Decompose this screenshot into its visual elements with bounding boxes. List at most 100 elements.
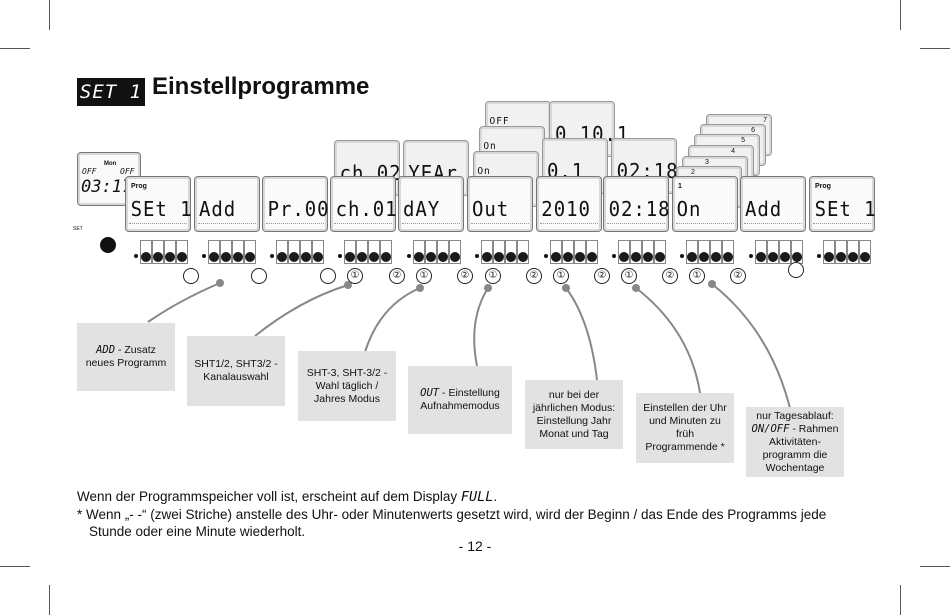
set-label: SET (73, 226, 83, 232)
keypad-button-icon[interactable] (836, 252, 846, 262)
step-marker-1: ① (485, 268, 501, 284)
keypad-button-icon[interactable] (301, 252, 311, 262)
keypad-button-icon[interactable] (277, 252, 287, 262)
keypad-button-icon[interactable] (313, 252, 323, 262)
keypad-button-icon[interactable] (780, 252, 790, 262)
note-add: ADD - Zusatz neues Programm (77, 323, 175, 391)
set-button-icon[interactable] (100, 237, 116, 253)
keypad-slot (755, 240, 767, 264)
display-time-set: 02:18 (603, 176, 670, 232)
keypad-slot (152, 240, 164, 264)
keypad-button-icon[interactable] (756, 252, 766, 262)
keypad-button-icon[interactable] (141, 252, 151, 262)
keypad-slot (779, 240, 791, 264)
display-add: Add (194, 176, 260, 232)
keypad-button-icon[interactable] (563, 252, 573, 262)
keypad-button-icon[interactable] (381, 252, 391, 262)
crop-mark (49, 0, 50, 30)
keypad-slot (654, 240, 666, 264)
keypad-slot (767, 240, 779, 264)
keypad-slot (562, 240, 574, 264)
keypad-button-icon[interactable] (643, 252, 653, 262)
step-marker-2: ② (662, 268, 678, 284)
keypad-slot (722, 240, 734, 264)
keypad-button-icon[interactable] (153, 252, 163, 262)
keypad-slot (698, 240, 710, 264)
keypad-button-icon[interactable] (357, 252, 367, 262)
keypad-button-icon[interactable] (369, 252, 379, 262)
keypad-slot (288, 240, 300, 264)
keypad-button-icon[interactable] (711, 252, 721, 262)
display-time: 03:17 (81, 177, 133, 197)
keypad-button-icon[interactable] (426, 252, 436, 262)
keypad (680, 240, 734, 268)
keypad-button-icon[interactable] (575, 252, 585, 262)
keypad-slot (140, 240, 152, 264)
keypad-button-icon[interactable] (631, 252, 641, 262)
keypad-button-icon[interactable] (209, 252, 219, 262)
keypad-button-icon[interactable] (450, 252, 460, 262)
step-circle (320, 268, 336, 284)
keypad-button-icon[interactable] (723, 252, 733, 262)
keypad-button-icon[interactable] (619, 252, 629, 262)
display-off-right: OFF (120, 167, 135, 176)
keypad-button-icon[interactable] (655, 252, 665, 262)
keypad-button-icon[interactable] (165, 252, 175, 262)
keypad-button-icon[interactable] (848, 252, 858, 262)
keypad-slot (517, 240, 529, 264)
keypad-button-icon[interactable] (506, 252, 516, 262)
keypad-slot (686, 240, 698, 264)
keypad-button-icon[interactable] (494, 252, 504, 262)
keypad-slot (586, 240, 598, 264)
keypad-dot (134, 254, 138, 258)
keypad-button-icon[interactable] (438, 252, 448, 262)
keypad-slot (493, 240, 505, 264)
crop-mark (0, 48, 30, 49)
keypad-button-icon[interactable] (177, 252, 187, 262)
keypad-slot (859, 240, 871, 264)
crop-mark (49, 585, 50, 615)
footer-line-1: Wenn der Programmspeicher voll ist, ersc… (77, 489, 498, 505)
keypad-slot (300, 240, 312, 264)
note-channel: SHT1/2, SHT3/2 - Kanalauswahl (187, 336, 285, 406)
keypad-slot (847, 240, 859, 264)
keypad-slot (505, 240, 517, 264)
keypad-button-icon[interactable] (860, 252, 870, 262)
footer-line-3: Stunde oder eine Minute wiederholt. (89, 524, 306, 539)
keypad (612, 240, 666, 268)
keypad (544, 240, 598, 268)
keypad-button-icon[interactable] (221, 252, 231, 262)
keypad-button-icon[interactable] (289, 252, 299, 262)
step-marker-1: ① (347, 268, 363, 284)
keypad-slot (344, 240, 356, 264)
keypad-button-icon[interactable] (699, 252, 709, 262)
step-marker-1: ① (553, 268, 569, 284)
keypad-button-icon[interactable] (518, 252, 528, 262)
keypad (270, 240, 324, 268)
keypad (817, 240, 871, 268)
keypad-button-icon[interactable] (587, 252, 597, 262)
keypad-button-icon[interactable] (687, 252, 697, 262)
footer-line-2: * Wenn „- -“ (zwei Striche) anstelle des… (77, 507, 827, 522)
keypad-button-icon[interactable] (824, 252, 834, 262)
keypad-button-icon[interactable] (245, 252, 255, 262)
keypad-button-icon[interactable] (768, 252, 778, 262)
keypad (134, 240, 188, 268)
step-marker-2: ② (389, 268, 405, 284)
step-marker-1: ① (416, 268, 432, 284)
keypad-slot (437, 240, 449, 264)
keypad-button-icon[interactable] (345, 252, 355, 262)
keypad-slot (550, 240, 562, 264)
keypad-slot (574, 240, 586, 264)
keypad-slot (312, 240, 324, 264)
keypad (749, 240, 803, 268)
display-off-left: OFF (82, 167, 97, 176)
note-weekdays: nur Tagesablauf:ON/OFF - Rahmen Aktivitä… (746, 407, 844, 477)
keypad-button-icon[interactable] (414, 252, 424, 262)
keypad-button-icon[interactable] (233, 252, 243, 262)
keypad-button-icon[interactable] (792, 252, 802, 262)
keypad-button-icon[interactable] (551, 252, 561, 262)
step-marker-1: ① (621, 268, 637, 284)
note-mode: SHT-3, SHT-3/2 - Wahl täglich / Jahres M… (298, 351, 396, 421)
keypad-button-icon[interactable] (482, 252, 492, 262)
